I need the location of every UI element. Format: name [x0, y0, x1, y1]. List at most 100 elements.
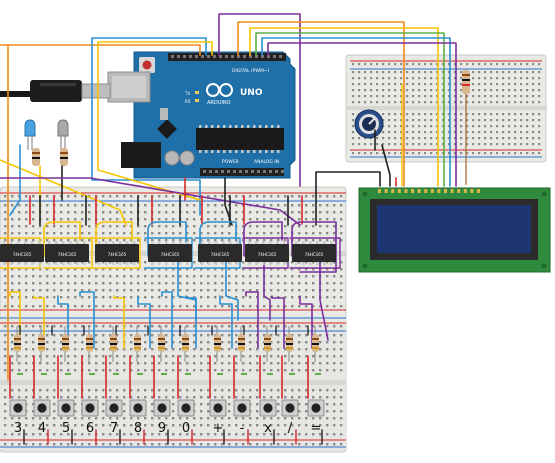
button-resistor [312, 326, 319, 362]
push-button [129, 399, 147, 417]
shift-register-chip: 74HC165 [245, 241, 289, 265]
wire [161, 291, 173, 349]
tx-label: TX [184, 91, 190, 96]
wire [91, 37, 207, 216]
button-resistor [286, 326, 293, 362]
wire [177, 259, 197, 321]
shift-register-chip: 74HC165 [148, 241, 192, 265]
push-button [9, 399, 27, 417]
button-resistor [110, 326, 117, 362]
chip-label: 74HC165 [58, 252, 77, 257]
wire [243, 221, 283, 257]
wire [261, 37, 451, 187]
wire [0, 44, 201, 56]
wire [237, 21, 405, 187]
jumper [185, 373, 191, 375]
push-button [281, 399, 299, 417]
wire [291, 221, 337, 273]
wire [319, 259, 329, 341]
wires [0, 13, 457, 445]
shift-register-chip: 74HC165 [0, 241, 44, 265]
wire [271, 295, 285, 349]
keypad-label: 6 [86, 421, 94, 436]
wire [289, 237, 341, 269]
shift-register-chip: 74HC165 [45, 241, 89, 265]
jumper [315, 373, 321, 375]
chip-label: 74HC165 [13, 252, 32, 257]
small-breadboard [345, 54, 547, 163]
push-button [33, 399, 51, 417]
button-resistors [14, 326, 319, 362]
jumper [113, 373, 119, 375]
keypad-label: 4 [38, 421, 46, 436]
jumper [89, 373, 95, 375]
keypad-label: 7 [110, 421, 118, 436]
button-resistor [14, 326, 21, 362]
potentiometer [354, 109, 384, 139]
shift-register-chips: 74HC165 74HC165 74HC165 74HC165 74HC165 74HC1… [0, 241, 336, 265]
keypad-label: 0 [182, 421, 190, 436]
keypad-labels: 3 4 5 6 7 8 9 0 + - x / = [14, 421, 322, 436]
wire [381, 144, 391, 187]
wire [299, 295, 313, 349]
keypad-label: x [264, 421, 272, 436]
wire [9, 144, 21, 216]
jumper [289, 373, 295, 375]
lcd-screen [377, 205, 531, 253]
chip-label: 74HC165 [161, 252, 180, 257]
wire [255, 32, 445, 187]
arduino-brand: ARDUINO [207, 100, 231, 106]
keypad-label: - [240, 421, 245, 436]
wire [267, 42, 457, 187]
button-resistor [264, 326, 271, 362]
push-button [233, 399, 251, 417]
wire [91, 237, 141, 269]
keypad-label: + [213, 421, 224, 436]
usb-cable [0, 80, 111, 102]
button-resistor [38, 326, 45, 362]
button-resistor [86, 326, 93, 362]
wire [9, 291, 21, 349]
button-resistor [134, 326, 141, 362]
chip-label: 74HC165 [258, 252, 277, 257]
keypad-label: / [288, 421, 293, 436]
wire [137, 295, 151, 349]
push-button [153, 399, 171, 417]
wire [113, 295, 125, 349]
wire [219, 295, 233, 349]
keypad-label: 5 [62, 421, 70, 436]
wire [33, 295, 45, 349]
arduino-model: UNO [240, 88, 263, 98]
button-resistor [158, 326, 165, 362]
small-breadboard-holes [352, 63, 541, 155]
push-button [209, 399, 227, 417]
digital-header-label: DIGITAL (PWM~) [232, 68, 270, 74]
led-blue [24, 119, 36, 150]
wire [57, 295, 69, 349]
wire [97, 41, 213, 201]
button-resistor [62, 326, 69, 362]
atmega-chip [196, 128, 284, 150]
led-gray [57, 119, 69, 150]
wire [147, 221, 187, 257]
jumper [137, 373, 143, 375]
jumper [17, 373, 23, 375]
shift-register-chip: 74HC165 [198, 241, 242, 265]
push-button [307, 399, 325, 417]
jumper [65, 373, 71, 375]
jumper [161, 373, 167, 375]
keypad-label: 8 [134, 421, 142, 436]
chip-label: 74HC165 [305, 252, 324, 257]
keypad-label: 3 [14, 421, 22, 436]
button-resistor [214, 326, 221, 362]
led-resistors [32, 148, 68, 166]
keypad-label: = [311, 421, 322, 436]
lcd-display [358, 187, 551, 273]
keypad-label: 9 [158, 421, 166, 436]
jumper [41, 373, 47, 375]
rx-label: RX [185, 99, 191, 104]
jumper [267, 373, 273, 375]
chip-label: 74HC165 [211, 252, 230, 257]
